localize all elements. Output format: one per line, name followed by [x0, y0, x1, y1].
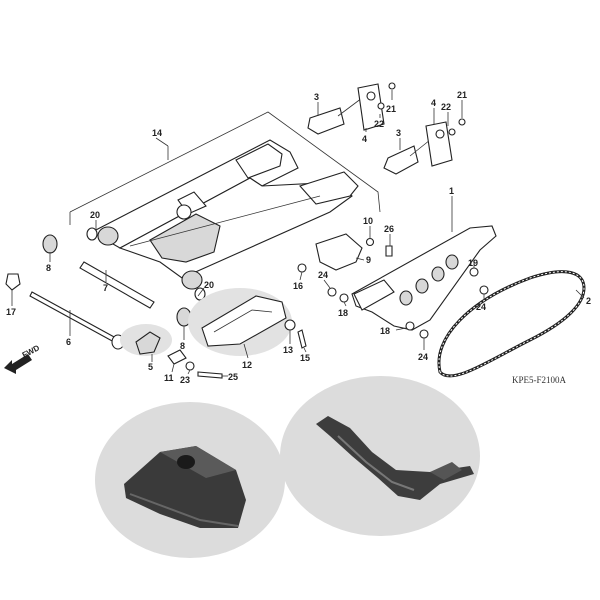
bolt-26 — [385, 245, 393, 257]
callout-24-right: 24 — [476, 302, 486, 312]
callout-1: 1 — [449, 186, 454, 196]
callout-25: 25 — [228, 372, 238, 382]
swingarm — [90, 139, 359, 290]
callout-8-lower: 8 — [180, 341, 185, 351]
collar-11 — [167, 349, 187, 365]
callout-22-upper: 22 — [374, 119, 384, 129]
slider-cap-5 — [135, 331, 161, 355]
bolt-19 — [469, 267, 479, 277]
callout-22-lower: 22 — [441, 102, 451, 112]
callout-20-lower: 20 — [204, 280, 214, 290]
drive-chain-2 — [437, 270, 586, 378]
callout-24-bottom: 24 — [418, 352, 428, 362]
callout-20-upper: 20 — [90, 210, 100, 220]
callout-4-upper: 4 — [362, 134, 367, 144]
washer-18-bottom — [405, 321, 415, 331]
callout-23: 23 — [180, 375, 190, 385]
bushing-8-upper — [42, 234, 58, 254]
nut-17 — [5, 273, 21, 291]
guide-bracket-9 — [315, 233, 363, 271]
callout-2: 2 — [586, 296, 591, 306]
bolt-24-left — [327, 287, 337, 297]
pivot-collar-7 — [79, 261, 155, 309]
washer-23 — [185, 361, 195, 371]
callout-11: 11 — [164, 373, 174, 383]
bolt-25 — [197, 371, 223, 379]
callout-3-upper: 3 — [314, 92, 319, 102]
callout-5: 5 — [148, 362, 153, 372]
adjuster-group-lower — [383, 118, 466, 175]
chain-case-1 — [351, 225, 497, 331]
pivot-bolt-6 — [29, 291, 117, 343]
screw-15 — [297, 329, 307, 349]
diagram-code: KPE5-F2100A — [512, 375, 567, 385]
photo-inset-chain-slider — [280, 376, 480, 536]
callout-14: 14 — [152, 128, 162, 138]
callout-18-bottom: 18 — [380, 326, 390, 336]
washer-18-left — [339, 293, 349, 303]
callout-numbers: 14 20 8 17 7 6 20 8 5 11 23 25 12 13 15 … — [6, 90, 591, 385]
callout-9: 9 — [366, 255, 371, 265]
photo-inset-slider-cap — [95, 402, 285, 558]
bolt-10 — [365, 237, 375, 247]
callout-17: 17 — [6, 307, 16, 317]
adjuster-group-upper — [307, 82, 396, 135]
chain-slider-12 — [201, 295, 287, 347]
callout-13: 13 — [283, 345, 293, 355]
bolt-24-bottom — [419, 329, 429, 339]
callout-26: 26 — [384, 224, 394, 234]
fwd-arrow: FWD — [4, 343, 41, 374]
callout-10: 10 — [363, 216, 373, 226]
callout-15: 15 — [300, 353, 310, 363]
callout-21-lower: 21 — [457, 90, 467, 100]
callout-24-left: 24 — [318, 270, 328, 280]
callout-3-lower: 3 — [396, 128, 401, 138]
callout-6: 6 — [66, 337, 71, 347]
callout-4-lower: 4 — [431, 98, 436, 108]
callout-12: 12 — [242, 360, 252, 370]
callout-21-upper: 21 — [386, 104, 396, 114]
collar-13 — [284, 319, 296, 331]
callout-16: 16 — [293, 281, 303, 291]
bolt-16 — [297, 263, 307, 273]
swingarm-frame-lines — [69, 111, 381, 225]
fwd-label: FWD — [21, 343, 42, 360]
dust-seal-20-upper — [86, 227, 98, 241]
bolt-24-right — [479, 285, 489, 295]
callout-7: 7 — [103, 283, 108, 293]
callout-18-left: 18 — [338, 308, 348, 318]
callout-8-upper: 8 — [46, 263, 51, 273]
leader-lines — [11, 90, 585, 377]
callout-19: 19 — [468, 258, 478, 268]
